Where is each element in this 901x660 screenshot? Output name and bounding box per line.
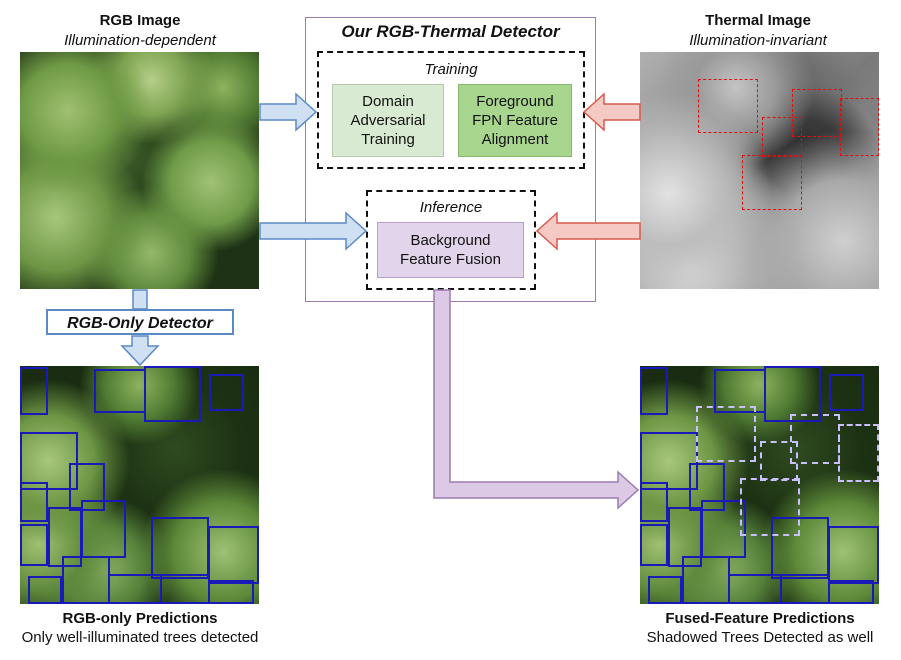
rgb-title: RGB Image: [99, 12, 181, 29]
prediction-box: [640, 482, 668, 522]
fused-predictions-title: Fused-Feature Predictions: [665, 610, 855, 627]
background-fusion-box: Background Feature Fusion: [377, 222, 524, 278]
prediction-box: [209, 374, 244, 411]
shadowed-prediction-box: [790, 414, 840, 464]
prediction-box: [108, 574, 162, 604]
prediction-box: [208, 580, 254, 604]
prediction-box: [829, 374, 864, 411]
prediction-box: [640, 524, 668, 566]
thermal-box: [698, 79, 758, 133]
rgb-predictions-caption: Only well-illuminated trees detected: [21, 629, 259, 646]
prediction-box: [689, 463, 725, 511]
prediction-box: [682, 556, 730, 604]
rgb-only-detector-label: RGB-Only Detector: [46, 309, 234, 335]
prediction-box: [640, 367, 668, 415]
prediction-box: [648, 576, 682, 604]
prediction-box: [20, 367, 48, 415]
blue-arrow-down-2: [120, 335, 160, 367]
purple-arrow-fusion: [433, 289, 640, 510]
prediction-box: [828, 526, 879, 584]
fused-predictions-image: [640, 366, 879, 604]
blue-arrow-training: [259, 92, 318, 132]
shadowed-prediction-box: [760, 441, 798, 481]
thermal-box: [792, 89, 842, 137]
prediction-box: [728, 574, 782, 604]
prediction-box: [20, 524, 48, 566]
shadowed-prediction-box: [838, 424, 879, 482]
prediction-box: [69, 463, 105, 511]
prediction-box: [28, 576, 62, 604]
prediction-box: [20, 482, 48, 522]
thermal-box: [840, 98, 879, 156]
prediction-box: [780, 574, 830, 604]
thermal-title: Thermal Image: [705, 12, 811, 29]
blue-arrow-inference: [259, 211, 368, 251]
prediction-box: [62, 556, 110, 604]
prediction-box: [144, 366, 201, 422]
shadowed-prediction-box: [740, 478, 800, 536]
prediction-box: [151, 517, 209, 579]
domain-adversarial-box: Domain Adversarial Training: [332, 84, 444, 157]
thermal-box: [762, 117, 802, 157]
inference-label: Inference: [419, 199, 483, 216]
rgb-image: [20, 52, 259, 289]
detector-title: Our RGB-Thermal Detector: [341, 22, 560, 41]
prediction-box: [94, 369, 146, 413]
prediction-box: [208, 526, 259, 584]
rgb-only-predictions-image: [20, 366, 259, 604]
thermal-image: [640, 52, 879, 289]
fpn-alignment-box: Foreground FPN Feature Alignment: [458, 84, 572, 157]
prediction-box: [828, 580, 874, 604]
prediction-box: [764, 366, 821, 422]
thermal-box: [742, 155, 802, 210]
thermal-subtitle: Illumination-invariant: [689, 32, 827, 49]
fused-predictions-caption: Shadowed Trees Detected as well: [646, 629, 874, 646]
blue-arrow-down-1: [132, 289, 148, 310]
rgb-predictions-title: RGB-only Predictions: [62, 610, 218, 627]
prediction-box: [20, 432, 78, 490]
rgb-subtitle: Illumination-dependent: [64, 32, 216, 49]
prediction-box: [160, 574, 210, 604]
training-section: [317, 51, 585, 169]
prediction-box: [81, 500, 126, 558]
training-label: Training: [424, 61, 478, 78]
shadowed-prediction-box: [696, 406, 756, 462]
red-arrow-training: [582, 92, 641, 132]
red-arrow-inference: [535, 211, 641, 251]
inference-section: [366, 190, 536, 290]
